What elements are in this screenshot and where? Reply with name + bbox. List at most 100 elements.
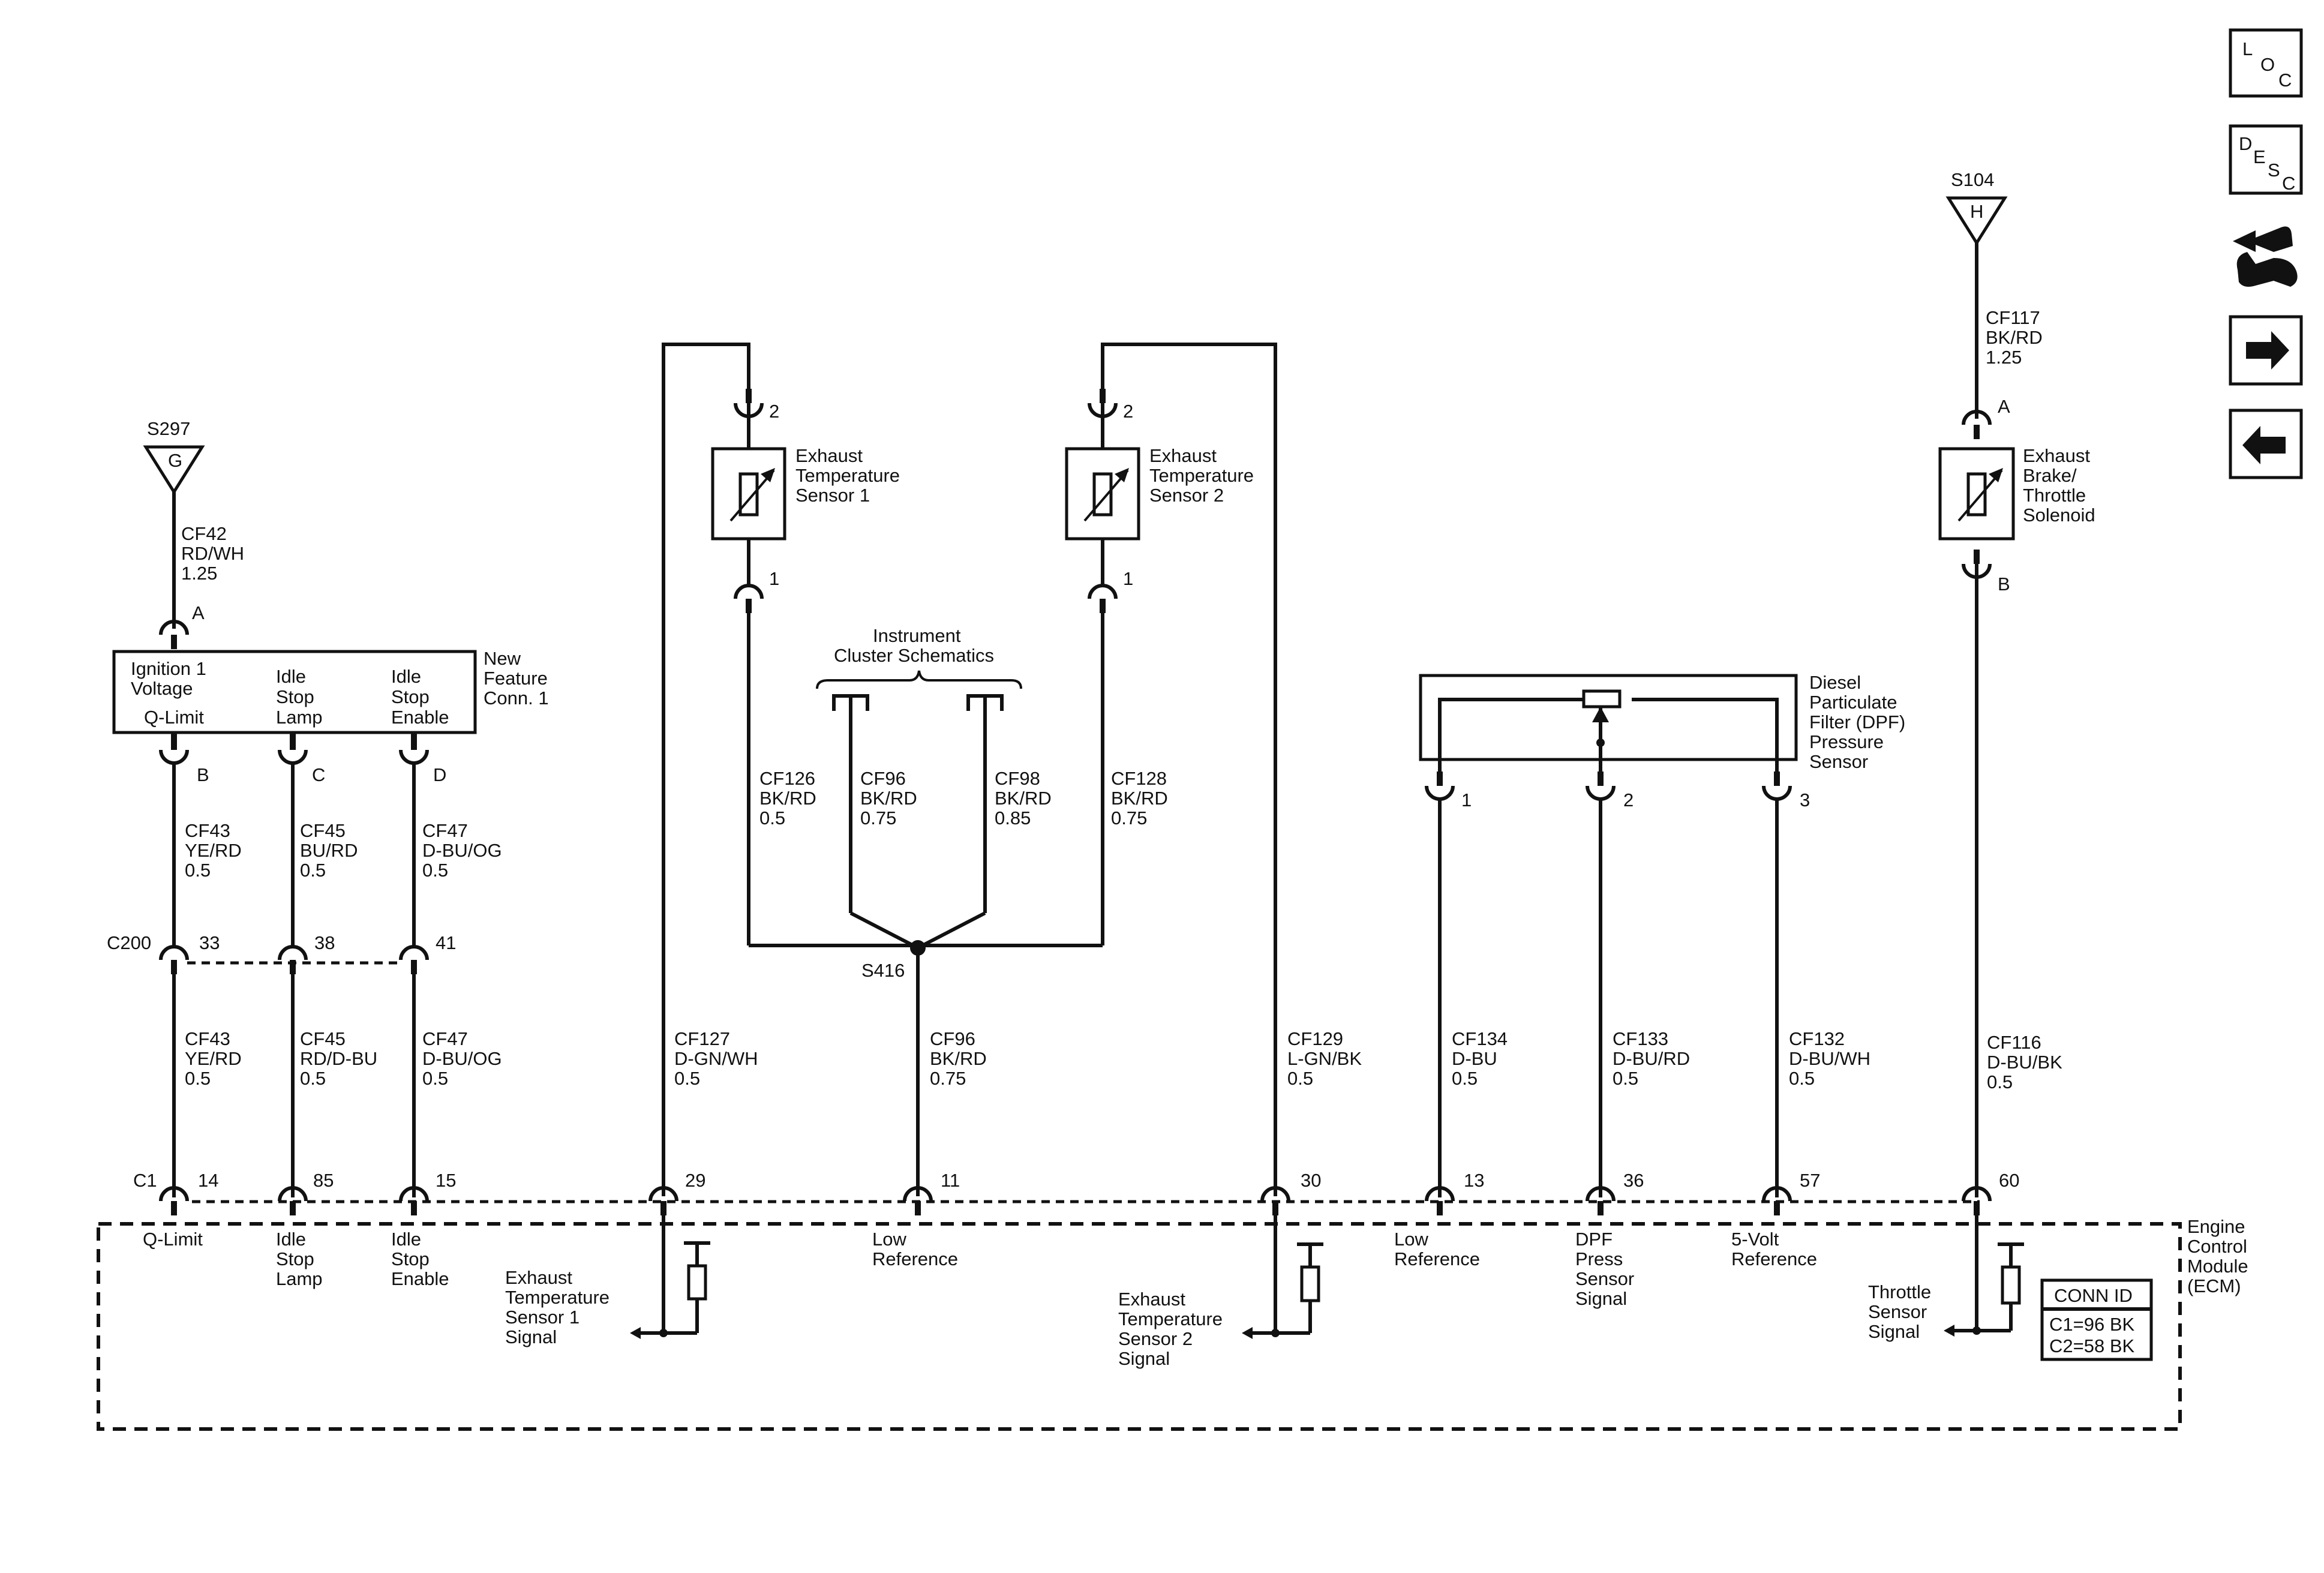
- ecm-title: Engine Control Module (ECM): [2187, 1216, 2248, 1296]
- svg-text:Control: Control: [2187, 1236, 2247, 1257]
- svg-text:15: 15: [436, 1170, 456, 1191]
- dpf-pin-1: 1: [1461, 789, 1472, 810]
- svg-text:Filter (DPF): Filter (DPF): [1809, 712, 1905, 733]
- svg-text:D-GN/WH: D-GN/WH: [674, 1048, 758, 1069]
- svg-text:C1=96 BK: C1=96 BK: [2049, 1314, 2135, 1335]
- svg-text:C: C: [2282, 173, 2295, 194]
- svg-text:Engine: Engine: [2187, 1216, 2245, 1237]
- solenoid-pin-b: B: [1998, 574, 2010, 595]
- svg-text:Stop: Stop: [391, 686, 430, 707]
- cf116-label: CF116 D-BU/BK 0.5: [1987, 1032, 2062, 1092]
- svg-text:Sensor: Sensor: [1575, 1268, 1634, 1289]
- ecm-five-volt-label: 5-Volt Reference: [1731, 1229, 1817, 1269]
- cf133-label: CF133 D-BU/RD 0.5: [1613, 1028, 1690, 1089]
- c200-pin-41: 41: [436, 932, 456, 953]
- svg-text:Idle: Idle: [391, 1229, 421, 1250]
- svg-text:L-GN/BK: L-GN/BK: [1287, 1048, 1362, 1069]
- svg-text:Idle: Idle: [391, 666, 421, 687]
- dpf-label: Diesel Particulate Filter (DPF) Pressure…: [1809, 672, 1905, 772]
- nf-idle-lamp-label: Idle Stop Lamp: [276, 666, 323, 728]
- svg-text:YE/RD: YE/RD: [185, 840, 242, 861]
- c200-pin-33: 33: [199, 932, 220, 953]
- svg-text:BK/RD: BK/RD: [759, 788, 816, 809]
- dpf-pin-2: 2: [1623, 789, 1634, 810]
- svg-text:0.5: 0.5: [185, 860, 211, 881]
- svg-text:85: 85: [313, 1170, 334, 1191]
- svg-text:13: 13: [1464, 1170, 1484, 1191]
- svg-text:C2=58 BK: C2=58 BK: [2049, 1335, 2135, 1356]
- svg-text:Idle: Idle: [276, 1229, 306, 1250]
- dpf-pin-3: 3: [1800, 789, 1810, 810]
- ecm-ets1-signal-label: Exhaust Temperature Sensor 1 Signal: [505, 1267, 609, 1347]
- svg-text:CONN ID: CONN ID: [2054, 1285, 2133, 1306]
- nf-pin-b: B: [197, 764, 209, 785]
- svg-text:0.5: 0.5: [1452, 1068, 1478, 1089]
- svg-text:0.5: 0.5: [185, 1068, 211, 1089]
- svg-text:BK/RD: BK/RD: [860, 788, 917, 809]
- nf-pin-d: D: [433, 764, 446, 785]
- svg-text:Exhaust: Exhaust: [795, 445, 863, 466]
- svg-text:Conn. 1: Conn. 1: [484, 688, 549, 709]
- prev-arrow-button[interactable]: [2229, 409, 2303, 479]
- svg-text:30: 30: [1301, 1170, 1321, 1191]
- svg-text:Pressure: Pressure: [1809, 731, 1884, 752]
- tools-icon[interactable]: [2233, 226, 2298, 287]
- conn-id-box: CONN ID C1=96 BK C2=58 BK: [2040, 1278, 2153, 1361]
- nf-pin-a: A: [192, 602, 205, 623]
- s104-pin: H: [1970, 201, 1983, 222]
- svg-text:Throttle: Throttle: [2023, 485, 2086, 506]
- svg-text:Stop: Stop: [276, 686, 314, 707]
- svg-text:Particulate: Particulate: [1809, 692, 1897, 713]
- svg-text:Stop: Stop: [391, 1248, 430, 1269]
- svg-text:1.25: 1.25: [1986, 347, 2022, 368]
- desc-button[interactable]: D E S C: [2229, 124, 2303, 195]
- loc-button[interactable]: L O C: [2229, 28, 2303, 98]
- svg-text:CF116: CF116: [1987, 1032, 2041, 1053]
- cf127-label: CF127 D-GN/WH 0.5: [674, 1028, 758, 1089]
- svg-text:Stop: Stop: [276, 1248, 314, 1269]
- svg-text:D: D: [2239, 133, 2252, 154]
- svg-text:O: O: [2260, 54, 2275, 75]
- svg-text:0.5: 0.5: [422, 1068, 448, 1089]
- svg-text:YE/RD: YE/RD: [185, 1048, 242, 1069]
- svg-text:Sensor: Sensor: [1809, 751, 1868, 772]
- svg-text:D-BU/RD: D-BU/RD: [1613, 1048, 1690, 1069]
- svg-text:Press: Press: [1575, 1248, 1623, 1269]
- svg-text:Signal: Signal: [505, 1326, 557, 1347]
- ecm-boundary: [97, 1222, 2182, 1431]
- svg-text:RD/WH: RD/WH: [181, 543, 244, 564]
- nf-ignition-label: Ignition 1 Voltage Q-Limit: [131, 658, 206, 728]
- svg-text:CF98: CF98: [995, 768, 1040, 789]
- svg-text:Diesel: Diesel: [1809, 672, 1861, 693]
- cf98-label: CF98 BK/RD 0.85: [995, 768, 1052, 828]
- ecm-ets2-signal-label: Exhaust Temperature Sensor 2 Signal: [1118, 1289, 1223, 1369]
- svg-text:Voltage: Voltage: [131, 678, 193, 699]
- cf45-bot-label: CF45 RD/D-BU 0.5: [300, 1028, 377, 1089]
- svg-text:Sensor: Sensor: [1868, 1301, 1927, 1322]
- ecm-low-ref-1-label: Low Reference: [872, 1229, 958, 1269]
- cf129-label: CF129 L-GN/BK 0.5: [1287, 1028, 1362, 1089]
- s104-triangle: [1945, 196, 2008, 246]
- svg-text:RD/D-BU: RD/D-BU: [300, 1048, 377, 1069]
- svg-text:36: 36: [1623, 1170, 1644, 1191]
- c200-label: C200: [107, 932, 151, 953]
- svg-text:DPF: DPF: [1575, 1229, 1613, 1250]
- svg-text:Q-Limit: Q-Limit: [144, 707, 204, 728]
- svg-text:Temperature: Temperature: [505, 1287, 609, 1308]
- ecm-low-ref-2-label: Low Reference: [1394, 1229, 1480, 1269]
- svg-text:Enable: Enable: [391, 1268, 449, 1289]
- svg-text:CF117: CF117: [1986, 307, 2040, 328]
- solenoid-pin-a: A: [1998, 396, 2010, 417]
- svg-text:New: New: [484, 648, 521, 669]
- svg-text:CF132: CF132: [1789, 1028, 1845, 1049]
- next-arrow-button[interactable]: [2229, 315, 2303, 386]
- s297-triangle: [143, 445, 205, 495]
- svg-text:Exhaust: Exhaust: [2023, 445, 2090, 466]
- svg-text:CF47: CF47: [422, 820, 468, 841]
- svg-text:CF127: CF127: [674, 1028, 730, 1049]
- svg-text:BK/RD: BK/RD: [1986, 327, 2043, 348]
- ets2-box: [1065, 447, 1140, 541]
- svg-text:BK/RD: BK/RD: [1111, 788, 1168, 809]
- svg-text:0.5: 0.5: [300, 860, 326, 881]
- svg-text:Brake/: Brake/: [2023, 465, 2077, 486]
